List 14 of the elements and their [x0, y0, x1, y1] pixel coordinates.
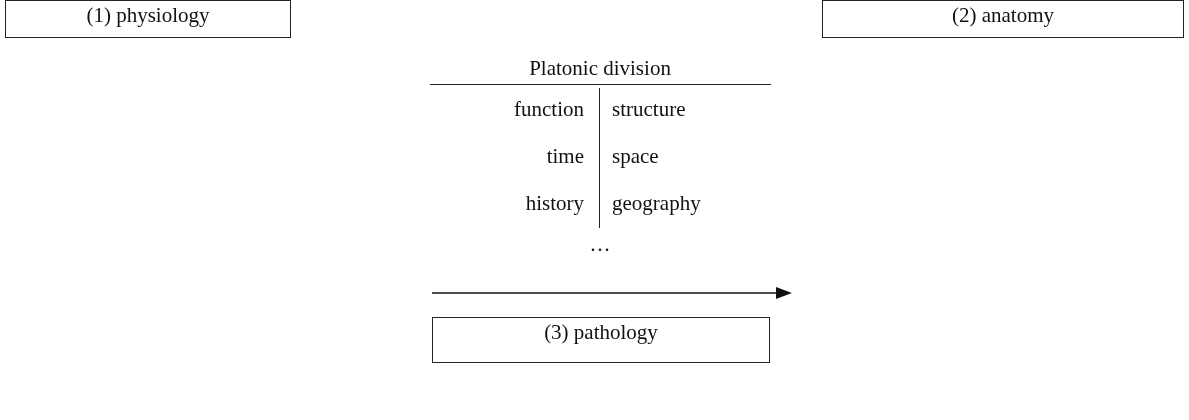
table-cell: function	[514, 99, 584, 120]
text-box	[822, 0, 1184, 38]
box-label: (2) anatomy	[951, 5, 1054, 26]
table-cell: geography	[612, 193, 701, 214]
box-label: (3) pathology	[544, 322, 658, 343]
table-cell: time	[546, 146, 584, 167]
text-box	[5, 0, 291, 38]
table-cell: history	[525, 193, 584, 214]
box-label: (1) physiology	[86, 5, 210, 26]
text-box	[432, 317, 770, 363]
table-cell: space	[612, 146, 659, 167]
table-cell: structure	[612, 99, 686, 120]
ellipsis: …	[589, 234, 611, 255]
table-title: Platonic division	[529, 58, 671, 79]
